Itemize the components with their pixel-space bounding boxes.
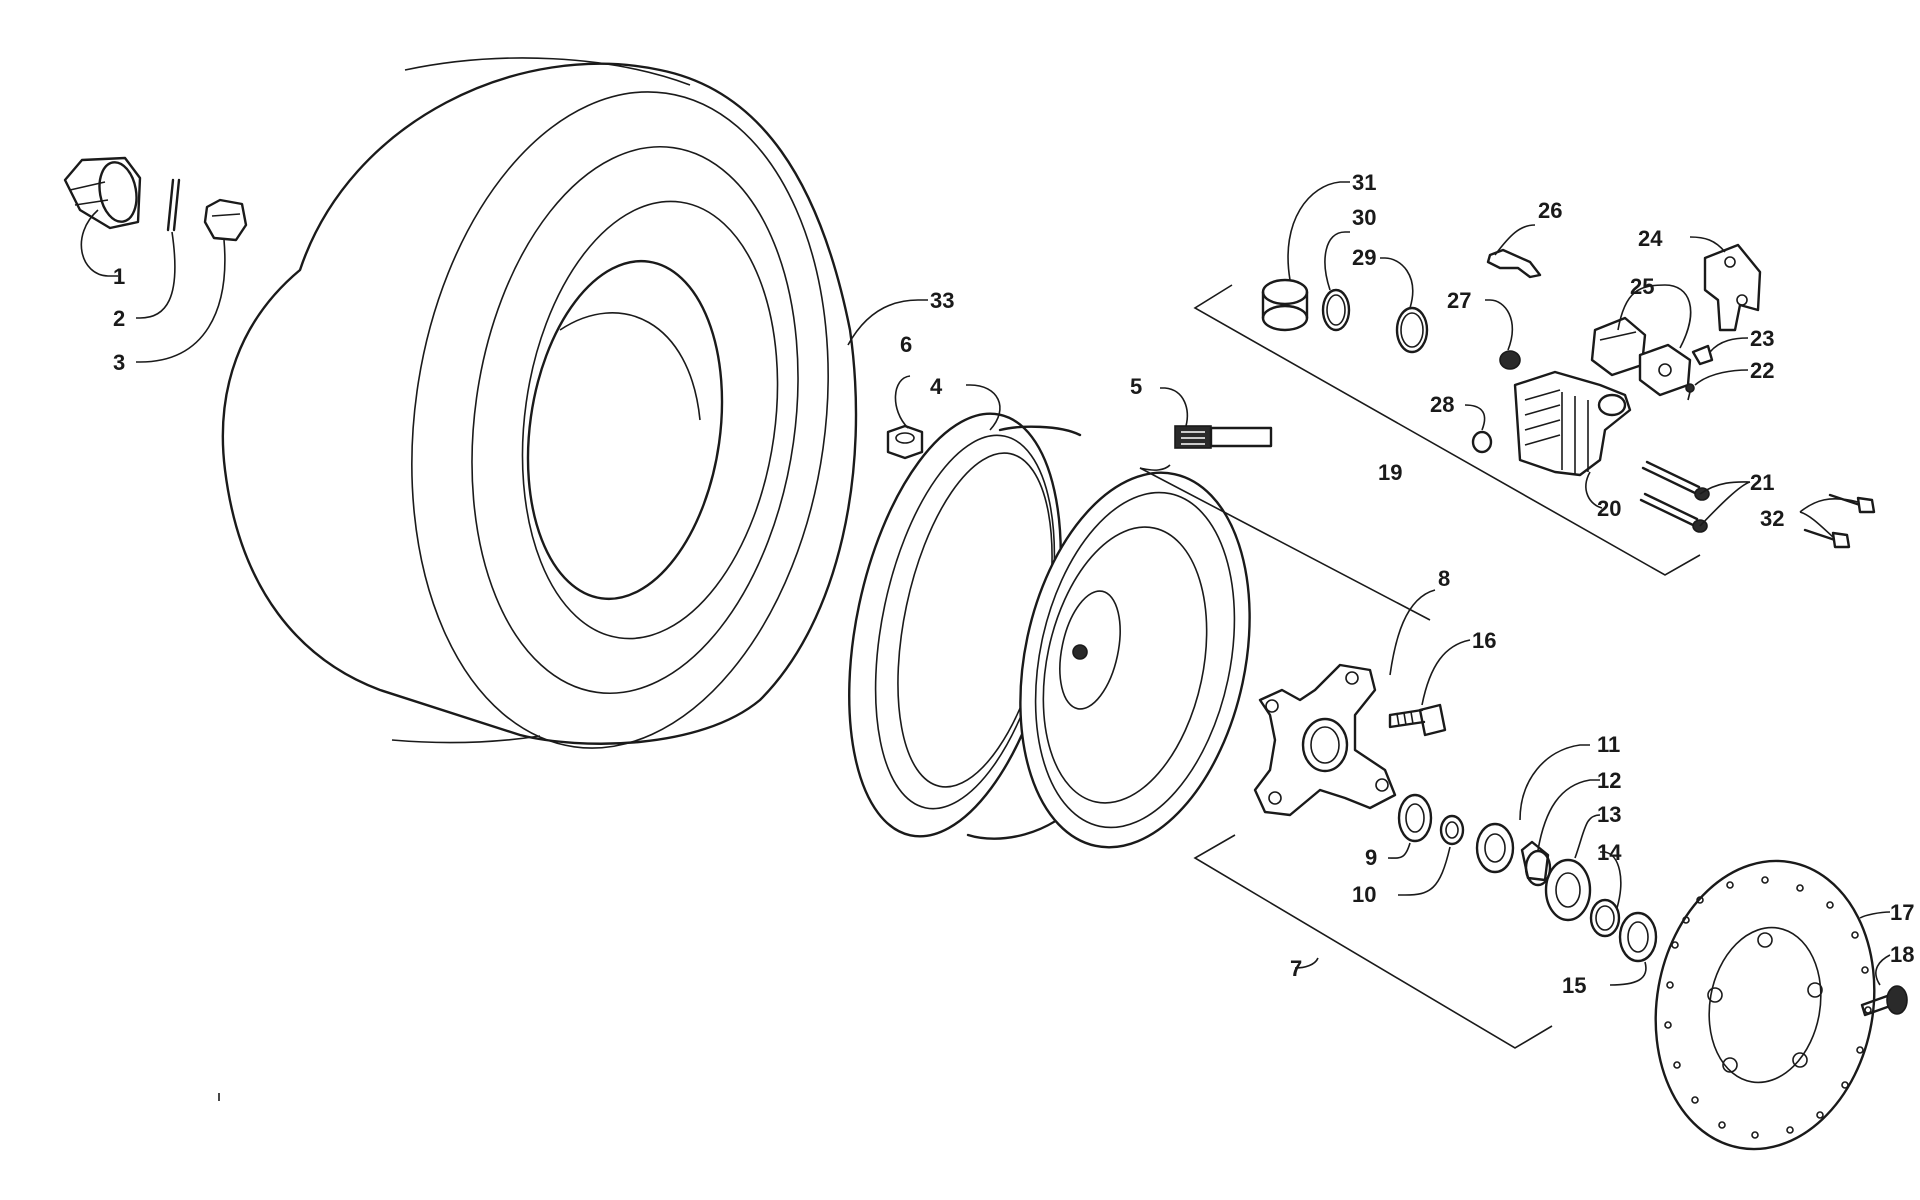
callout-23: 23: [1750, 326, 1774, 351]
brake-pad-25b: [1638, 343, 1692, 397]
lug-nut: [886, 424, 924, 460]
valve-stem: [1174, 425, 1273, 449]
bearing-11: [1475, 822, 1515, 874]
callout-17: 17: [1890, 900, 1914, 925]
leader-lines: [80, 181, 1891, 986]
callout-labels: 1 2 3 4 5 6 7 8 9 10 11 12 13 14 15 16 1…: [113, 170, 1914, 998]
callout-31: 31: [1352, 170, 1376, 195]
callout-28: 28: [1430, 392, 1454, 417]
callout-12: 12: [1597, 768, 1621, 793]
wheel-hub: [1253, 663, 1397, 817]
disc-screw: [1860, 985, 1908, 1017]
callout-13: 13: [1597, 802, 1621, 827]
callout-33: 33: [930, 288, 954, 313]
caliper-boot-31: [1261, 278, 1309, 332]
clip-22: [1685, 383, 1695, 401]
callout-24: 24: [1638, 226, 1663, 251]
spacer-12: [1520, 840, 1552, 887]
assembly-bracket-7: [1193, 834, 1553, 1049]
ring-14: [1589, 898, 1621, 938]
callout-4: 4: [930, 374, 943, 399]
callout-10: 10: [1352, 882, 1376, 907]
callout-21: 21: [1750, 470, 1774, 495]
callout-1: 1: [113, 264, 125, 289]
cap-28: [1471, 430, 1493, 454]
seal-ring-29: [1395, 306, 1429, 354]
callout-3: 3: [113, 350, 125, 375]
axle-nut: [203, 198, 248, 242]
brake-disc: [1654, 859, 1876, 1151]
tire: [221, 57, 858, 749]
callout-20: 20: [1597, 496, 1621, 521]
callout-25: 25: [1630, 274, 1654, 299]
bleeder-27: [1499, 350, 1521, 370]
callout-27: 27: [1447, 288, 1471, 313]
cotter-pin: [166, 178, 181, 232]
assembly-bracket-19: [1193, 284, 1701, 576]
stud-bolt: [1388, 703, 1447, 737]
callout-30: 30: [1352, 205, 1376, 230]
caliper-bolts-21: [1639, 460, 1710, 533]
callout-2: 2: [113, 306, 125, 331]
callout-15: 15: [1562, 973, 1586, 998]
caliper-body-20: [1513, 370, 1632, 477]
bearing-13: [1544, 858, 1592, 922]
pin-23: [1691, 344, 1714, 366]
callout-29: 29: [1352, 245, 1376, 270]
callout-18: 18: [1890, 942, 1914, 967]
callout-9: 9: [1365, 845, 1377, 870]
hub-cap: [63, 156, 142, 230]
seal-ring-30: [1321, 288, 1351, 332]
bracket-24: [1703, 243, 1762, 332]
callout-8: 8: [1438, 566, 1450, 591]
callout-22: 22: [1750, 358, 1774, 383]
callout-11: 11: [1597, 732, 1620, 757]
caliper-bolts-32: [1803, 493, 1876, 549]
callout-5: 5: [1130, 374, 1142, 399]
callout-7: 7: [1290, 956, 1302, 981]
callout-26: 26: [1538, 198, 1562, 223]
spring-clip-26: [1486, 248, 1542, 279]
callout-6: 6: [900, 332, 912, 357]
seal-15: [1618, 911, 1658, 963]
callout-19: 19: [1378, 460, 1402, 485]
callout-16: 16: [1472, 628, 1496, 653]
callout-32: 32: [1760, 506, 1784, 531]
spacer-10: [1439, 814, 1465, 846]
wheel-rim: [848, 412, 1251, 849]
callout-14: 14: [1597, 840, 1622, 865]
seal-9: [1397, 793, 1433, 843]
